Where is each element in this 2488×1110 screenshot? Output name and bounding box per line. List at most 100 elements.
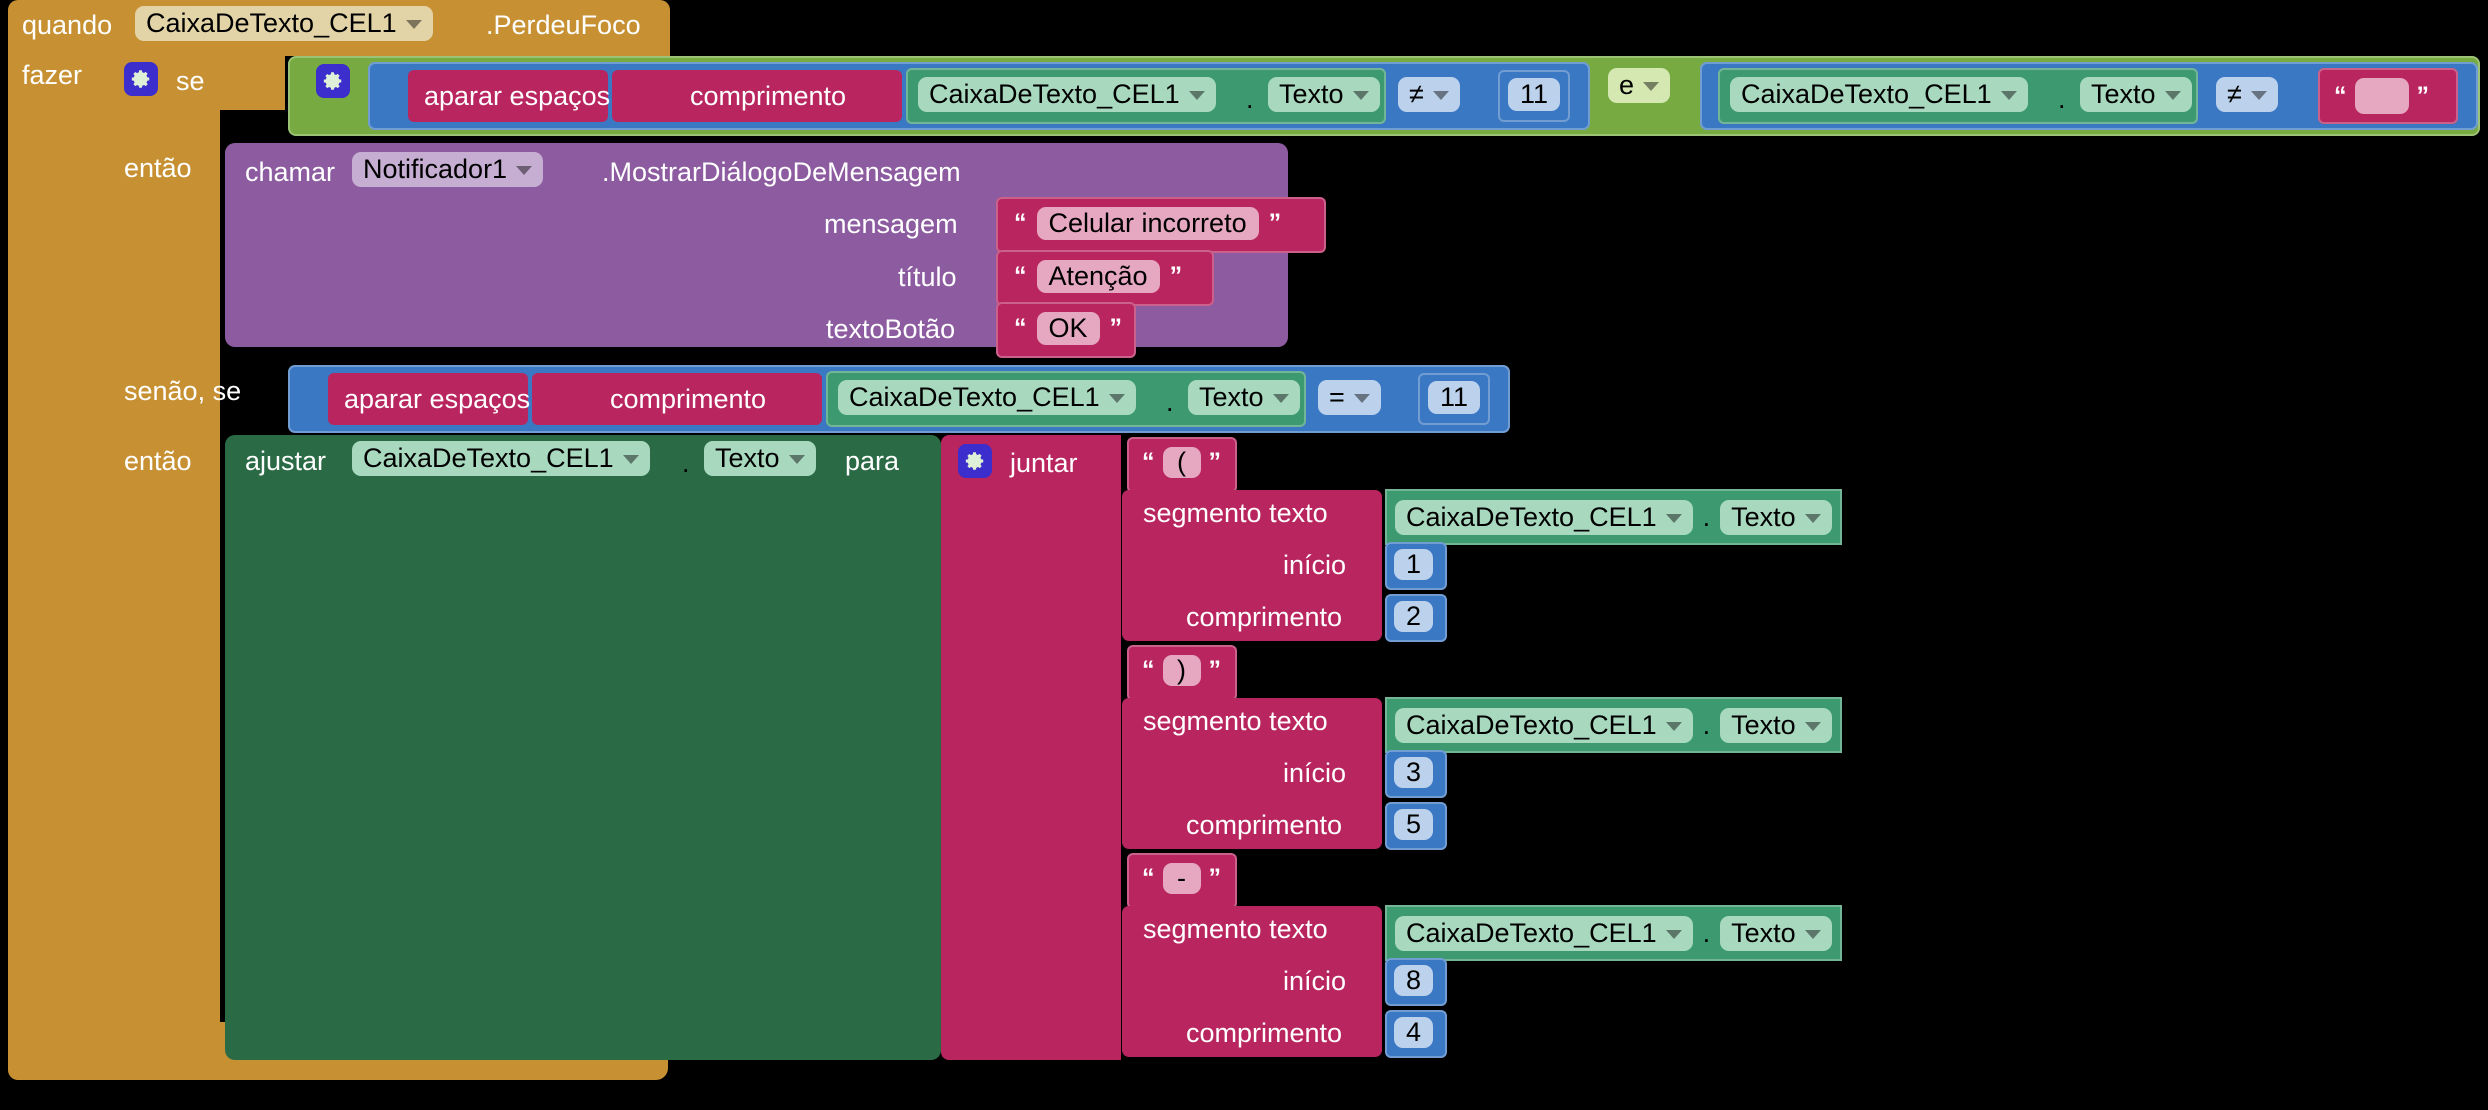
text-value-join-2[interactable]: ) (1162, 655, 1201, 686)
set-component-dropdown[interactable]: CaixaDeTexto_CEL1 (352, 441, 650, 476)
close-quote-icon: ” (1208, 864, 1222, 892)
trim-block-1[interactable] (408, 70, 608, 122)
getter-dot-3: . (1166, 387, 1174, 417)
compare-operator-dropdown-1[interactable]: ≠ (1398, 77, 1460, 112)
getter-property-dropdown-1[interactable]: Texto (1268, 77, 1380, 112)
segment-getter-2[interactable]: CaixaDeTexto_CEL1 . Texto (1385, 697, 1842, 753)
segment-label-2: segmento texto (1143, 706, 1328, 736)
text-block-join-2-content[interactable]: “ ) ” (1142, 655, 1221, 686)
segment-length-value-2: 5 (1406, 809, 1422, 839)
getter-component-dropdown-2[interactable]: CaixaDeTexto_CEL1 (1730, 77, 2028, 112)
segment-length-value-1: 2 (1406, 601, 1422, 631)
length-block-1[interactable] (612, 70, 902, 122)
getter-property-name-1: Texto (1279, 79, 1344, 109)
chevron-down-icon (1188, 91, 1205, 100)
compare-operator-dropdown-3[interactable]: = (1318, 380, 1381, 415)
chevron-down-icon (2164, 91, 2181, 100)
open-quote-icon: “ (1142, 864, 1155, 892)
text-value-titulo[interactable]: Atenção (1036, 260, 1160, 293)
elseif-keyword: senão, se (124, 376, 242, 406)
text-block-textobotao-content[interactable]: “ OK ” (1014, 312, 1122, 345)
and-operator-label: e (1619, 70, 1635, 100)
text-value-join-4[interactable]: - (1162, 863, 1201, 894)
set-keyword: ajustar (245, 446, 327, 476)
getter-component-dropdown-3[interactable]: CaixaDeTexto_CEL1 (838, 380, 1136, 415)
chevron-down-icon (788, 455, 805, 464)
segment-start-number-1[interactable]: 1 (1394, 549, 1434, 580)
trim-block-2[interactable] (328, 373, 528, 425)
text-value-mensagem[interactable]: Celular incorreto (1036, 207, 1259, 240)
event-block-body[interactable] (8, 50, 118, 1080)
text-value-empty[interactable] (2354, 78, 2409, 114)
if-block-spine[interactable] (105, 100, 220, 1060)
chevron-down-icon (1804, 929, 1821, 939)
then-keyword-2: então (124, 446, 192, 476)
event-component-dropdown[interactable]: CaixaDeTexto_CEL1 (135, 6, 433, 41)
segment-getter-component-2[interactable]: CaixaDeTexto_CEL1 (1395, 707, 1693, 743)
segment-length-number-2[interactable]: 5 (1394, 809, 1434, 840)
chevron-down-icon (1272, 394, 1289, 403)
segment-getter-dot-2: . (1702, 709, 1711, 740)
logic-mutator-gear-icon[interactable] (316, 64, 350, 98)
getter-dot-1: . (1246, 84, 1254, 114)
segment-block-3[interactable] (1122, 906, 1382, 1057)
compare-operator-3: = (1329, 382, 1345, 412)
getter-property-name-3: Texto (1199, 382, 1264, 412)
getter-property-dropdown-2[interactable]: Texto (2080, 77, 2192, 112)
segment-getter-1[interactable]: CaixaDeTexto_CEL1 . Texto (1385, 489, 1842, 545)
set-component-name: CaixaDeTexto_CEL1 (363, 443, 614, 473)
text-value-textobotao[interactable]: OK (1036, 312, 1100, 345)
segment-start-value-2: 3 (1406, 757, 1422, 787)
number-value-1: 11 (1520, 79, 1549, 109)
set-property-dropdown[interactable]: Texto (704, 441, 816, 476)
length-label-2: comprimento (610, 384, 767, 414)
getter-component-dropdown-1[interactable]: CaixaDeTexto_CEL1 (918, 77, 1216, 112)
number-value-2: 11 (1440, 382, 1469, 412)
segment-getter-component-3[interactable]: CaixaDeTexto_CEL1 (1395, 915, 1693, 951)
set-block[interactable] (225, 435, 941, 1060)
length-block-2[interactable] (532, 373, 822, 425)
segment-length-label-3: comprimento (1186, 1018, 1343, 1048)
segment-getter-component-name-2: CaixaDeTexto_CEL1 (1406, 709, 1657, 740)
segment-start-number-2[interactable]: 3 (1394, 757, 1434, 788)
segment-getter-dot-3: . (1702, 917, 1711, 948)
text-block-empty-content[interactable]: “ ” (2334, 78, 2429, 114)
segment-block-2[interactable] (1122, 698, 1382, 849)
segment-getter-property-3[interactable]: Texto (1720, 915, 1832, 951)
close-quote-icon: ” (1208, 656, 1222, 684)
and-operator-dropdown[interactable]: e (1608, 68, 1671, 103)
segment-getter-3[interactable]: CaixaDeTexto_CEL1 . Texto (1385, 905, 1842, 961)
text-block-titulo-content[interactable]: “ Atenção ” (1014, 260, 1182, 293)
segment-getter-component-1[interactable]: CaixaDeTexto_CEL1 (1395, 499, 1693, 535)
trim-label-1: aparar espaços (424, 81, 611, 111)
notifier-param-label-textobotao: textoBotão (826, 314, 956, 344)
segment-start-value-3: 8 (1406, 965, 1422, 995)
text-block-join-0-content[interactable]: “ ( ” (1142, 447, 1221, 478)
join-mutator-gear-icon[interactable] (958, 444, 992, 478)
event-keyword-do: fazer (22, 60, 83, 90)
number-field-2[interactable]: 11 (1428, 381, 1481, 414)
compare-operator-dropdown-2[interactable]: ≠ (2216, 77, 2278, 112)
getter-component-name-3: CaixaDeTexto_CEL1 (849, 382, 1100, 412)
text-value-join-0[interactable]: ( (1162, 447, 1201, 478)
chevron-down-icon (1353, 394, 1370, 403)
join-label: juntar (1010, 448, 1078, 478)
open-quote-icon: “ (1014, 262, 1027, 290)
segment-start-number-3[interactable]: 8 (1394, 965, 1434, 996)
getter-property-dropdown-3[interactable]: Texto (1188, 380, 1300, 415)
text-block-join-4-content[interactable]: “ - ” (1142, 863, 1221, 894)
open-quote-icon: “ (2334, 81, 2347, 110)
if-mutator-gear-icon[interactable] (124, 62, 158, 96)
notifier-component-dropdown[interactable]: Notificador1 (352, 152, 544, 187)
open-quote-icon: “ (1014, 314, 1027, 342)
segment-getter-property-1[interactable]: Texto (1720, 499, 1832, 535)
notifier-keyword-call: chamar (245, 157, 336, 187)
segment-length-number-1[interactable]: 2 (1394, 601, 1434, 632)
text-block-mensagem-content[interactable]: “ Celular incorreto ” (1014, 207, 1281, 240)
number-field-1[interactable]: 11 (1508, 78, 1561, 111)
segment-getter-property-2[interactable]: Texto (1720, 707, 1832, 743)
segment-length-number-3[interactable]: 4 (1394, 1017, 1434, 1048)
segment-block-1[interactable] (1122, 490, 1382, 641)
join-block[interactable] (941, 435, 1121, 1060)
